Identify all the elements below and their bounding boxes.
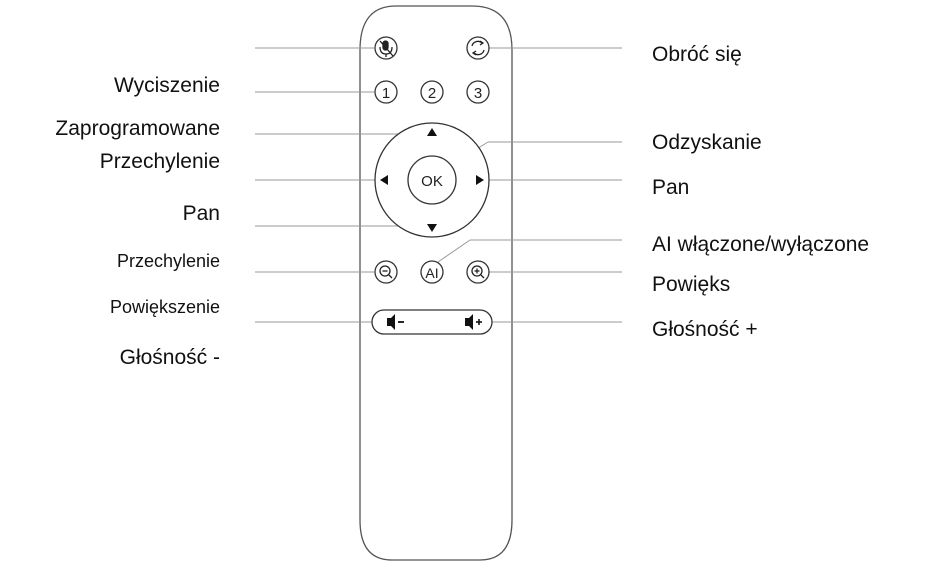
zoom-in-button[interactable] — [466, 260, 490, 284]
label-pan-left: Pan — [182, 202, 220, 225]
mute-button[interactable] — [374, 36, 398, 60]
label-ai: AI włączone/wyłączone — [652, 233, 870, 256]
preset-2-label: 2 — [428, 85, 436, 102]
preset-3-button[interactable]: 3 — [466, 80, 490, 104]
volume-down-icon — [387, 314, 404, 330]
rotate-icon — [471, 40, 485, 56]
rotate-button[interactable] — [466, 36, 490, 60]
ok-button[interactable]: OK — [407, 155, 457, 205]
preset-1-label: 1 — [382, 85, 390, 102]
leader-lines — [255, 47, 622, 323]
ai-button[interactable]: AI — [420, 260, 444, 284]
pan-right-button[interactable] — [476, 175, 484, 185]
volume-down-button[interactable] — [387, 314, 404, 330]
label-glosnosc-plus: Głośność + — [652, 318, 758, 341]
ok-label: OK — [421, 173, 443, 190]
zoom-in-icon — [471, 265, 485, 279]
label-wyciszenie: Wyciszenie — [113, 74, 220, 97]
tilt-down-button[interactable] — [427, 224, 437, 232]
tilt-up-button[interactable] — [427, 128, 437, 136]
label-obroc: Obróć się — [652, 43, 742, 66]
label-odzyskanie: Odzyskanie — [652, 131, 762, 154]
remote-body — [359, 5, 513, 561]
leader-ai — [437, 239, 471, 263]
label-zaprogramowane: Zaprogramowane — [55, 117, 220, 140]
volume-up-button[interactable] — [465, 314, 482, 330]
label-przechylenie-up: Przechylenie — [99, 150, 220, 173]
volume-up-icon — [465, 314, 482, 330]
label-powiekszenie: Powiększenie — [109, 297, 220, 317]
label-przechylenie-down: Przechylenie — [116, 251, 220, 271]
label-pan-right: Pan — [652, 176, 690, 199]
mic-off-icon — [379, 40, 394, 57]
ai-label: AI — [425, 265, 438, 281]
preset-3-label: 3 — [474, 85, 482, 102]
preset-1-button[interactable]: 1 — [374, 80, 398, 104]
label-glosnosc-minus: Głośność - — [119, 346, 220, 369]
zoom-out-button[interactable] — [374, 260, 398, 284]
label-powieks: Powięks — [652, 273, 731, 296]
volume-rocker — [371, 309, 493, 335]
pan-left-button[interactable] — [380, 175, 388, 185]
zoom-out-icon — [379, 265, 393, 279]
preset-2-button[interactable]: 2 — [420, 80, 444, 104]
